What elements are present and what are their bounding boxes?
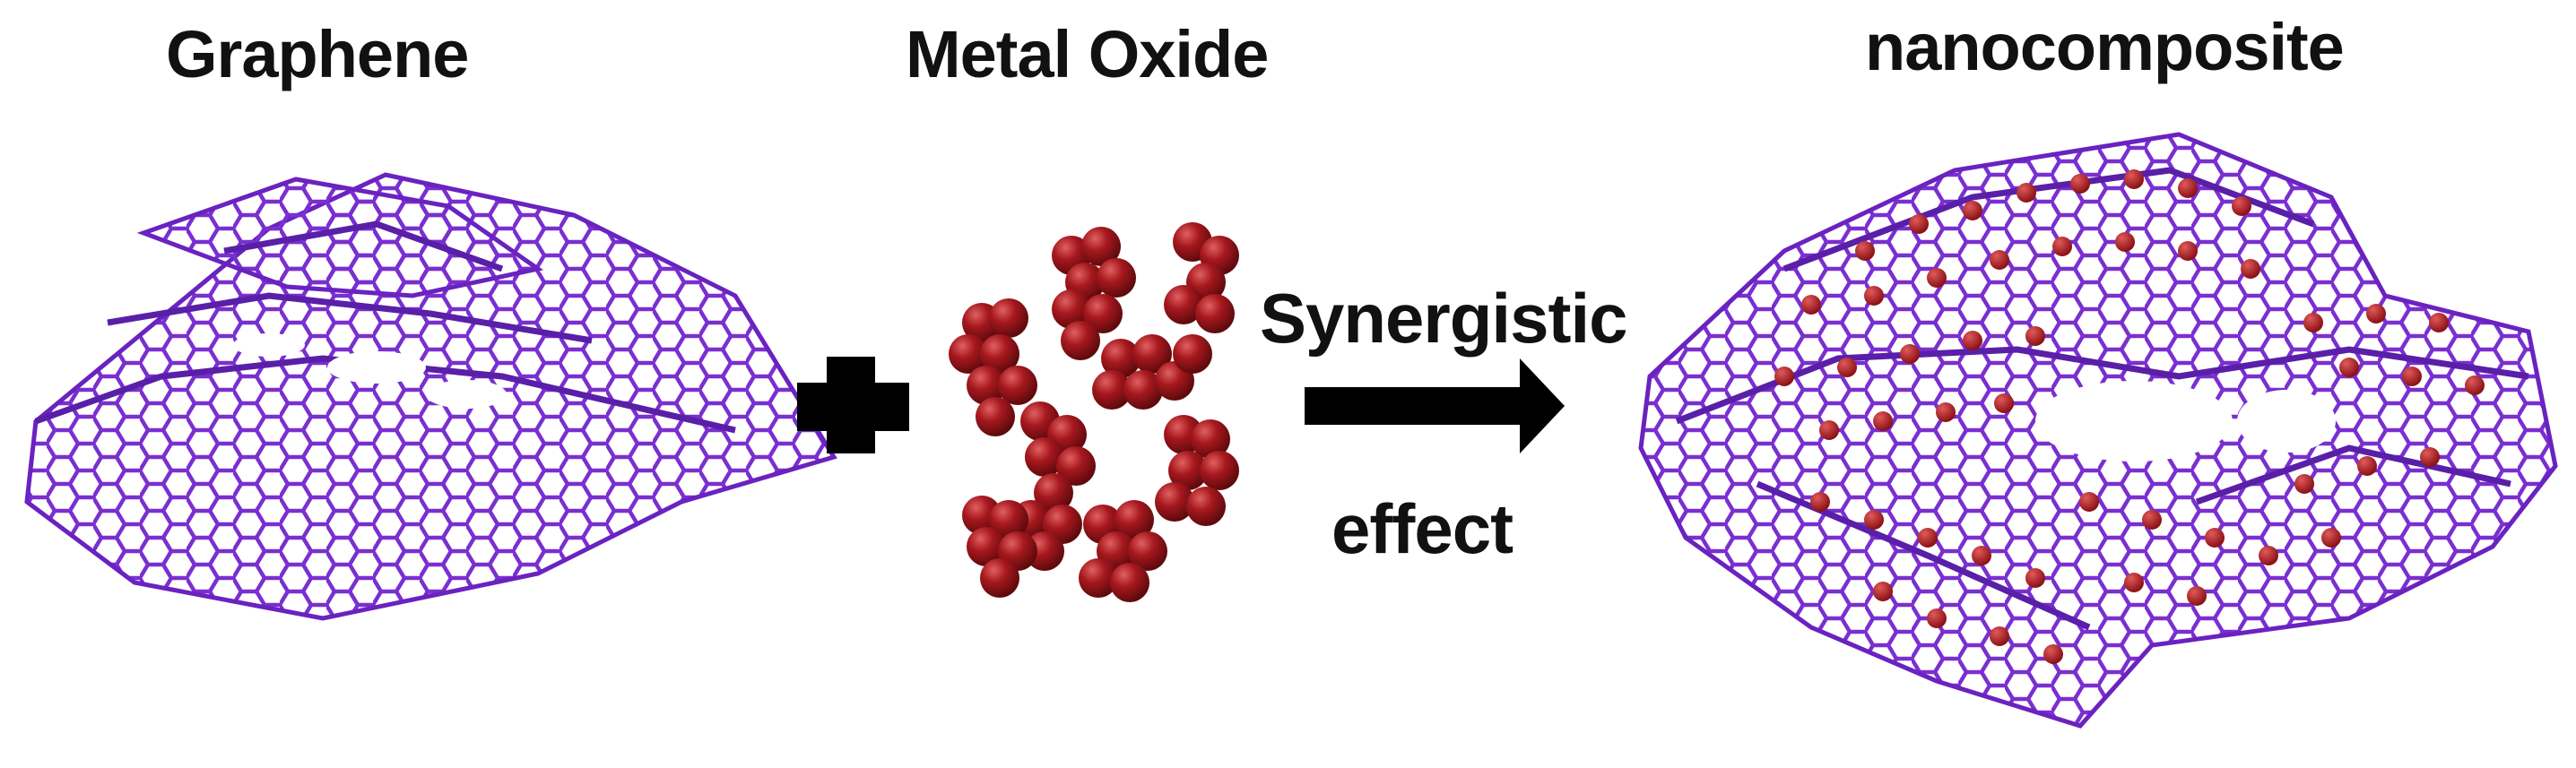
- oxide-cluster: [1155, 415, 1239, 526]
- plus-icon: [797, 357, 909, 453]
- graphene-sheet-illustration: [24, 172, 837, 621]
- nanocomposite-illustration: [1638, 132, 2558, 729]
- oxide-cluster: [1164, 222, 1239, 333]
- oxide-cluster: [1092, 334, 1212, 410]
- arrow-right-icon: [1305, 358, 1565, 453]
- graphene-label: Graphene: [166, 17, 469, 91]
- embedded-oxide-particles: [1774, 169, 2485, 664]
- metal-oxide-label: Metal Oxide: [906, 17, 1269, 91]
- metal-oxide-particles-illustration: [949, 222, 1239, 602]
- nanocomposite-label: nanocomposite: [1865, 10, 2345, 84]
- effect-label: effect: [1331, 489, 1514, 568]
- oxide-cluster: [949, 298, 1037, 436]
- oxide-cluster: [1079, 500, 1167, 602]
- synergistic-label: Synergistic: [1260, 279, 1628, 358]
- oxide-cluster: [962, 496, 1037, 598]
- oxide-cluster: [1052, 227, 1136, 360]
